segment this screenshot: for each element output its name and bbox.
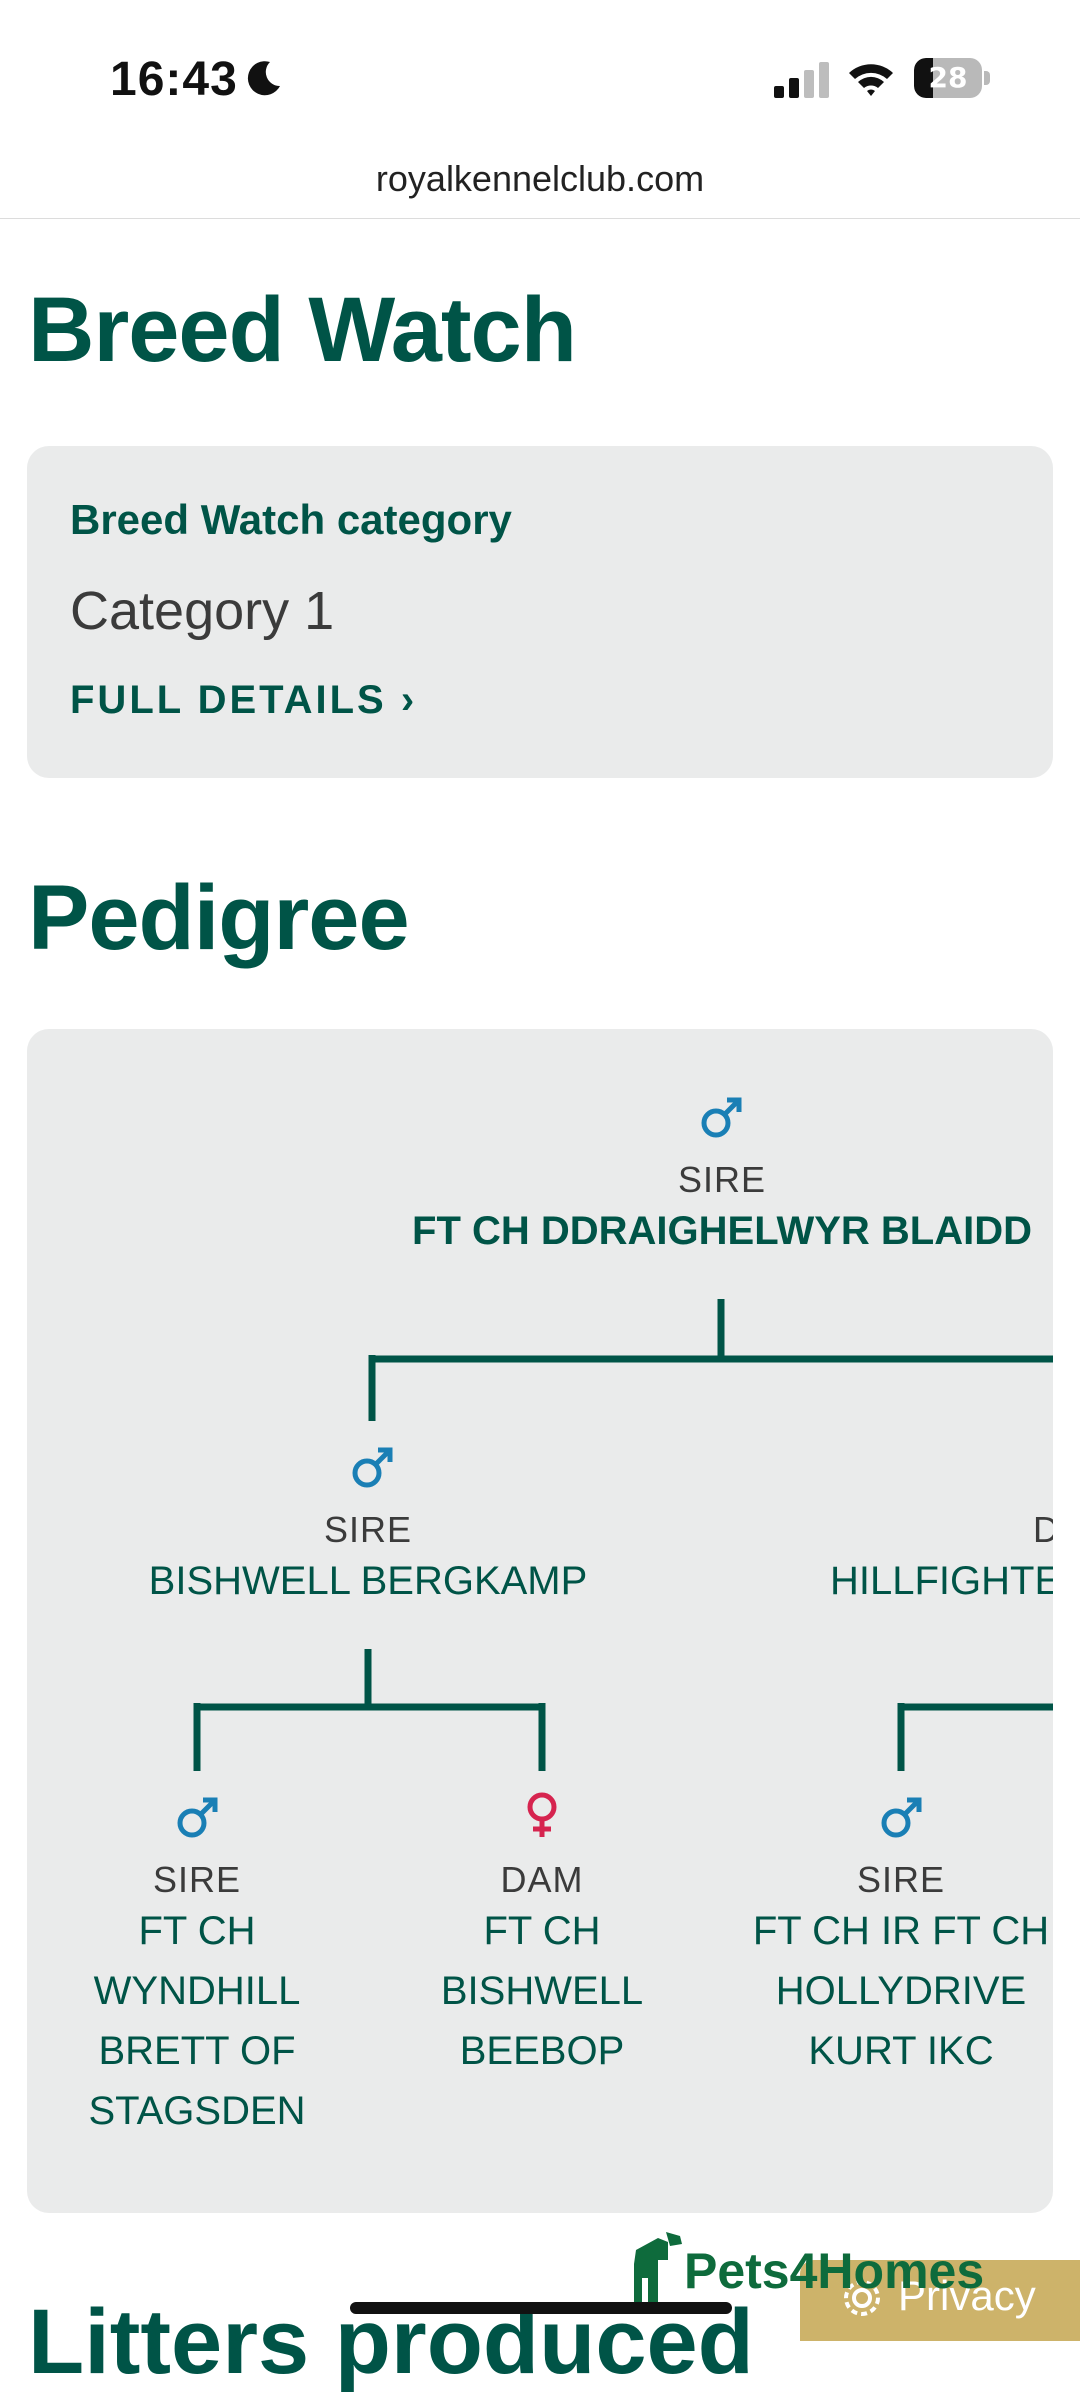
node-role: SIRE (323, 1509, 413, 1550)
pedigree-root[interactable]: SIRE FT CH DDRAIGHELWYR BLAIDD (397, 1159, 1047, 1261)
pedigree-grandsire-2[interactable]: SIRE FT CH IR FT CH HOLLYDRIVE KURT IKC (741, 1859, 1053, 2081)
status-time: 16:43 (110, 53, 238, 106)
node-name[interactable]: FT CH DDRAIGHELWYR BLAIDD (412, 1209, 1032, 1253)
cellular-signal-icon (774, 62, 829, 98)
breed-watch-heading: Breed Watch (28, 279, 577, 381)
node-name-line[interactable]: HOLLYDRIVE (775, 1969, 1027, 2013)
node-name[interactable]: HILLFIGHTE (830, 1559, 1053, 1603)
address-bar[interactable] (0, 140, 1080, 219)
node-role: SIRE (856, 1859, 946, 1900)
breed-watch-category: Category 1 (70, 581, 335, 641)
node-name-line[interactable]: KURT IKC (808, 2029, 994, 2073)
privacy-button[interactable] (800, 2260, 1080, 2341)
node-name-line[interactable]: BRETT OF (98, 2029, 296, 2073)
node-name-line[interactable]: WYNDHILL (93, 1969, 301, 2013)
brand-text: Pets4Homes (684, 2243, 985, 2299)
moon-icon (247, 61, 280, 96)
node-name-line[interactable]: FT CH (483, 1909, 601, 1953)
node-role: SIRE (152, 1859, 242, 1900)
gear-icon[interactable] (840, 2276, 884, 2320)
node-name-line[interactable]: BISHWELL (440, 1969, 644, 2013)
privacy-label[interactable]: Privacy (898, 2272, 1036, 2319)
breed-watch-card (27, 446, 1053, 778)
wifi-icon (849, 64, 893, 96)
pedigree-dam-role: D (1033, 1509, 1053, 1550)
node-role: SIRE (677, 1159, 767, 1200)
male-icon (177, 1797, 218, 1838)
pedigree-heading: Pedigree (28, 867, 410, 969)
pets4homes-logo[interactable]: Pets4Homes (628, 2230, 1008, 2340)
pedigree-card: SIRE FT CH DDRAIGHELWYR BLAIDD SIRE BISH… (27, 1029, 1053, 2213)
node-role: DAM (500, 1859, 584, 1900)
dog-logo-icon (634, 2232, 682, 2308)
male-icon (701, 1097, 742, 1138)
battery-percent: 28 (928, 61, 968, 94)
battery-fill (914, 58, 933, 98)
url-text[interactable]: royalkennelclub.com (375, 158, 705, 199)
home-indicator[interactable] (350, 2302, 732, 2314)
battery-icon: 28 (914, 58, 990, 100)
breed-watch-label: Breed Watch category (70, 496, 512, 543)
pedigree-grandsire-1[interactable]: SIRE FT CH WYNDHILL BRETT OF STAGSDEN (47, 1859, 347, 2141)
pedigree-sire[interactable]: SIRE BISHWELL BERGKAMP (107, 1509, 629, 1611)
male-icon (881, 1797, 922, 1838)
node-name-line[interactable]: STAGSDEN (88, 2089, 306, 2133)
full-details-link[interactable]: FULL DETAILS › (70, 678, 418, 722)
pedigree-connectors (193, 1299, 1053, 1771)
status-bar: 16:43 28 (0, 0, 1080, 140)
female-icon (527, 1792, 557, 1837)
node-name[interactable]: BISHWELL BERGKAMP (148, 1559, 588, 1603)
pedigree-dam[interactable]: HILLFIGHTE (830, 1551, 1053, 1611)
node-name-line[interactable]: FT CH IR FT CH (752, 1909, 1050, 1953)
node-name-line[interactable]: BEEBOP (459, 2029, 625, 2073)
node-name-line[interactable]: FT CH (138, 1909, 256, 1953)
pedigree-granddam-1[interactable]: DAM FT CH BISHWELL BEEBOP (392, 1859, 692, 2081)
male-icon (352, 1447, 393, 1488)
